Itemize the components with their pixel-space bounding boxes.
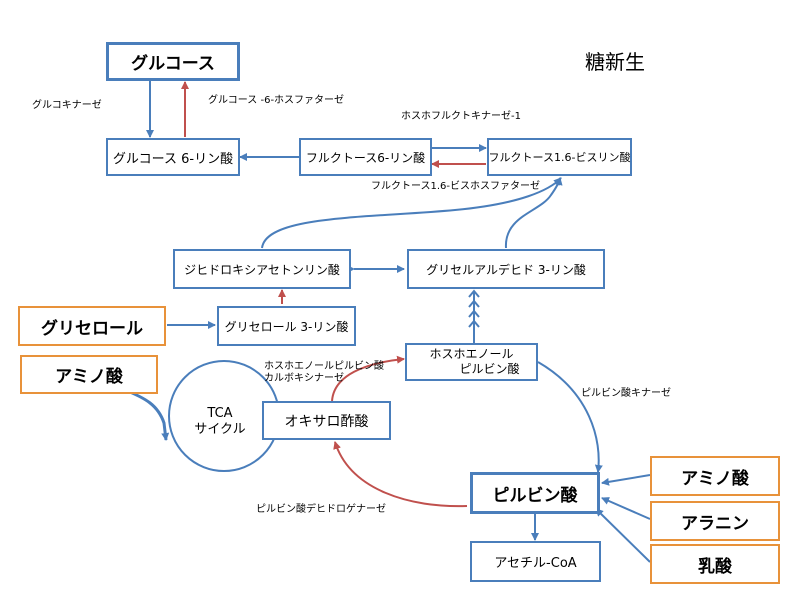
arrow-pep-to-gap <box>468 289 480 343</box>
node-alanine: アラニン <box>650 501 780 541</box>
enzyme-glucose-6-phosphatase: グルコース -6-ホスファターゼ <box>208 95 345 106</box>
node-gap: グリセルアルデヒド 3-リン酸 <box>407 249 605 289</box>
node-f6p: フルクトース6-リン酸 <box>299 138 432 176</box>
node-oxaloacetate: オキサロ酢酸 <box>262 401 391 440</box>
node-pep-line1: ホスホエノール <box>429 347 514 361</box>
enzyme-glucokinase: グルコキナーゼ <box>32 100 102 111</box>
arrow-pep-to-pyruvate <box>537 361 603 473</box>
node-acetyl-coa: アセチル-CoA <box>470 541 601 582</box>
node-fbp: フルクトース1.6-ビスリン酸 <box>487 138 632 176</box>
node-lactate: 乳酸 <box>650 544 780 584</box>
node-pyruvate: ピルビン酸 <box>470 472 600 514</box>
node-pep: ホスホエノール ピルビン酸 <box>405 343 538 381</box>
arrow-lactate-to-pyruvate <box>595 508 651 563</box>
node-amino-acid-right: アミノ酸 <box>650 456 780 496</box>
enzyme-pepck-line2: カルボキシナーゼ <box>264 373 344 384</box>
node-dhap: ジヒドロキシアセトンリン酸 <box>173 249 351 289</box>
enzyme-pyruvate-dehydrogenase: ピルビン酸デヒドロゲナーゼ <box>256 504 386 515</box>
node-glucose: グルコース <box>106 42 240 81</box>
node-amino-acid-left: アミノ酸 <box>20 355 158 394</box>
tca-label-line2: サイクル <box>194 422 246 437</box>
node-glycerol: グリセロール <box>18 306 166 346</box>
arrow-gap-to-fbp <box>504 177 563 249</box>
enzyme-pyruvate-kinase: ピルビン酸キナーゼ <box>581 388 671 399</box>
diagram-title: 糖新生 <box>585 50 645 74</box>
arrow-amino1-to-tca <box>124 388 170 441</box>
tca-label-line1: TCA <box>207 406 233 421</box>
arrow-amino2-to-pyruvate <box>601 474 651 486</box>
arrow-oaa-to-pep <box>331 355 405 402</box>
node-g3p: グリセロール 3-リン酸 <box>217 306 356 346</box>
node-tca-cycle: TCA サイクル <box>190 404 250 440</box>
arrow-dhap-to-fbp <box>261 177 562 249</box>
enzyme-pepck-line1: ホスホエノールピルビン酸 <box>264 361 384 372</box>
enzyme-phosphofructokinase: ホスホフルクトキナーゼ-1 <box>401 111 521 122</box>
node-g6p: グルコース 6-リン酸 <box>106 138 240 176</box>
arrow-alanine-to-pyruvate <box>601 497 651 520</box>
enzyme-fructose-bisphosphatase: フルクトース1.6-ビスホスファターゼ <box>371 181 541 192</box>
node-pep-line2: ピルビン酸 <box>459 362 520 376</box>
arrow-pyruvate-to-oaa <box>333 441 468 508</box>
